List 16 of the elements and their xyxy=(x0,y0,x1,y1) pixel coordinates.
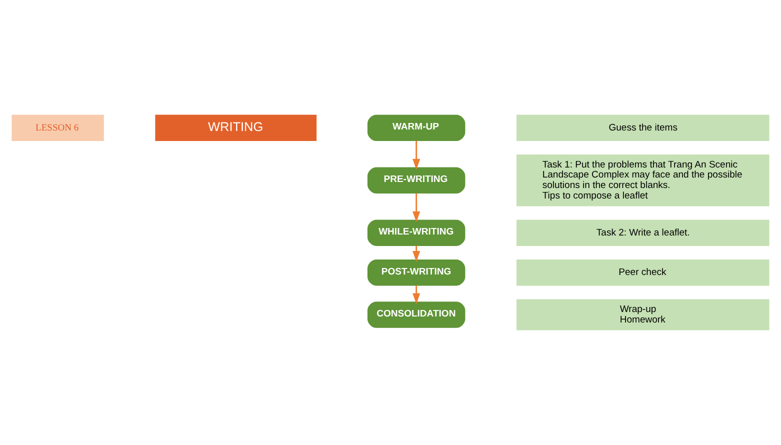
node-box: Wrap-up Homework xyxy=(516,299,770,330)
node-box: LESSON 6 xyxy=(12,114,104,142)
node-box: WARM-UP xyxy=(367,114,466,142)
node-box: WRITING xyxy=(155,114,317,142)
node-box: Peer check xyxy=(516,259,770,286)
node-box: POST-WRITING xyxy=(367,259,466,286)
arrow xyxy=(412,193,420,222)
node-box: Guess the items xyxy=(516,114,770,142)
arrow xyxy=(412,285,420,304)
arrow xyxy=(412,246,420,262)
node-box: CONSOLIDATION xyxy=(367,302,466,328)
node-box: Task 2: Write a leaflet. xyxy=(516,220,770,246)
node-box: PRE-WRITING xyxy=(367,167,466,194)
node-box: WHILE-WRITING xyxy=(367,220,466,246)
arrow xyxy=(412,140,420,170)
node-box: Task 1: Put the problems that Trang An Scenic Landscape Complex may face and the possible solutions in the correct blanks. Tips to compose a leaflet xyxy=(516,154,770,206)
